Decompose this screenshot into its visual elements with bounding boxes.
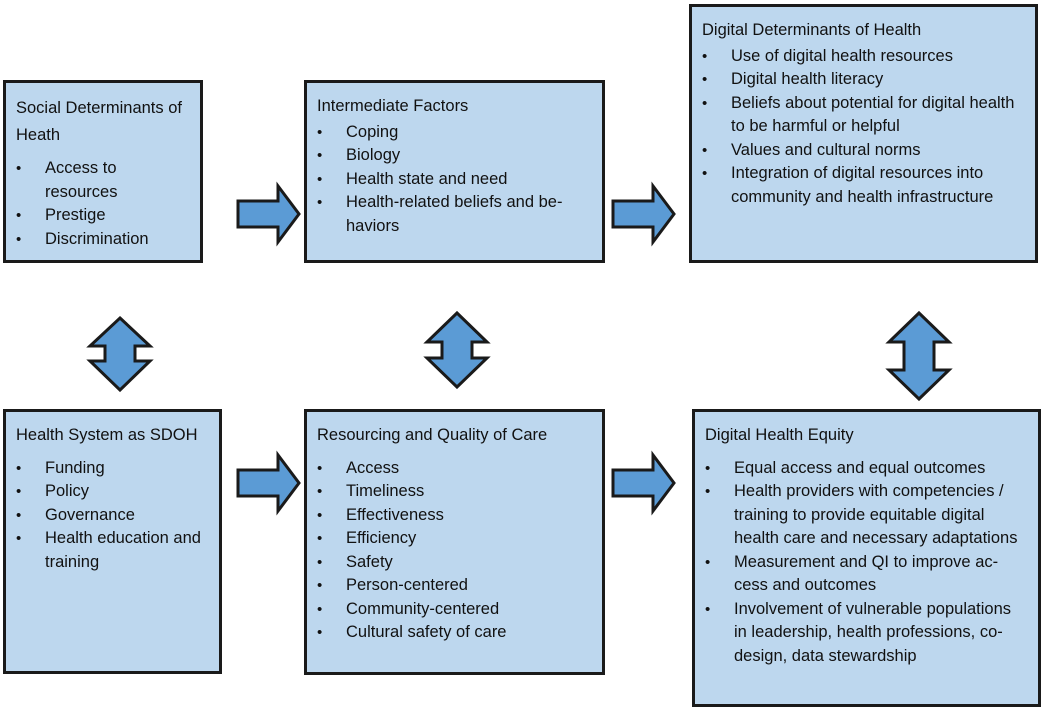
box-social-determinants: Social Determinants of Heath Access to r…	[3, 80, 203, 263]
list-item: Measurement and QI to improve ac-cess an…	[705, 551, 1028, 598]
list-item: Use of digital health resources	[702, 45, 1025, 69]
box-title: Digital Health Equity	[705, 426, 854, 444]
list-item: Access to resources	[16, 157, 190, 204]
box-title: Resourcing and Quality of Care	[317, 426, 548, 444]
box-intermediate-factors: Intermediate Factors Coping Biology Heal…	[304, 80, 605, 263]
list-item: Person-centered	[317, 574, 592, 598]
box-title: Social Determinants of Heath	[16, 99, 182, 144]
list-item: Health state and need	[317, 168, 592, 192]
arrow-right-icon	[236, 181, 301, 247]
list-item: Policy	[16, 480, 209, 504]
box-digital-health-equity: Digital Health Equity Equal access and e…	[692, 409, 1041, 707]
item-list: Coping Biology Health state and need Hea…	[317, 121, 592, 239]
list-item: Beliefs about potential for digital heal…	[702, 92, 1025, 139]
item-list: Access to resources Prestige Discriminat…	[16, 157, 190, 251]
list-item: Effectiveness	[317, 504, 592, 528]
list-item: Biology	[317, 144, 592, 168]
double-arrow-vertical-icon	[423, 310, 491, 390]
item-list: Equal access and equal outcomes Health p…	[705, 457, 1028, 669]
double-arrow-vertical-icon	[86, 315, 154, 393]
list-item: Integration of digital resources into co…	[702, 162, 1025, 209]
list-item: Timeliness	[317, 480, 592, 504]
list-item: Values and cultural norms	[702, 139, 1025, 163]
box-resourcing-quality: Resourcing and Quality of Care Access Ti…	[304, 409, 605, 675]
list-item: Health-related beliefs and be-haviors	[317, 191, 592, 238]
list-item: Community-centered	[317, 598, 592, 622]
item-list: Funding Policy Governance Health educati…	[16, 457, 209, 575]
list-item: Efficiency	[317, 527, 592, 551]
list-item: Discrimination	[16, 228, 190, 252]
list-item: Health education and training	[16, 527, 209, 574]
list-item: Cultural safety of care	[317, 621, 592, 645]
box-digital-determinants: Digital Determinants of Health Use of di…	[689, 4, 1038, 263]
arrow-right-icon	[611, 181, 676, 247]
box-title: Intermediate Factors	[317, 97, 469, 115]
item-list: Access Timeliness Effectiveness Efficien…	[317, 457, 592, 645]
list-item: Prestige	[16, 204, 190, 228]
arrow-right-icon	[611, 450, 676, 516]
list-item: Access	[317, 457, 592, 481]
list-item: Health providers with competencies / tra…	[705, 480, 1028, 551]
box-health-system: Health System as SDOH Funding Policy Gov…	[3, 409, 222, 674]
double-arrow-vertical-icon	[885, 310, 953, 402]
arrow-right-icon	[236, 450, 301, 516]
list-item: Coping	[317, 121, 592, 145]
list-item: Governance	[16, 504, 209, 528]
list-item: Involvement of vulnerable populations in…	[705, 598, 1028, 669]
list-item: Digital health literacy	[702, 68, 1025, 92]
list-item: Funding	[16, 457, 209, 481]
box-title: Digital Determinants of Health	[702, 21, 922, 39]
list-item: Safety	[317, 551, 592, 575]
list-item: Equal access and equal outcomes	[705, 457, 1028, 481]
box-title: Health System as SDOH	[16, 426, 198, 444]
item-list: Use of digital health resources Digital …	[702, 45, 1025, 210]
